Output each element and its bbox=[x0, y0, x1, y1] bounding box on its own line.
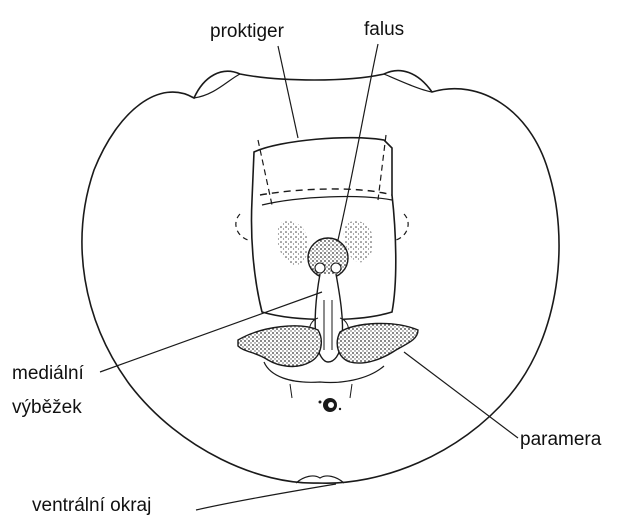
label-proktiger: proktiger bbox=[210, 22, 284, 41]
paramera-right bbox=[337, 323, 418, 363]
label-ventralni: ventrální okraj bbox=[32, 496, 151, 515]
falus-head bbox=[308, 238, 348, 278]
label-medialni-line1: mediální bbox=[12, 364, 84, 383]
label-falus: falus bbox=[364, 20, 404, 39]
label-medialni-line2: výběžek bbox=[12, 398, 82, 417]
ventral-notch bbox=[296, 476, 344, 483]
leader-ventralni bbox=[196, 484, 336, 510]
paramera-left bbox=[238, 326, 321, 367]
leader-paramera bbox=[404, 352, 518, 438]
anal-spot bbox=[319, 398, 342, 412]
leader-proktiger bbox=[278, 46, 298, 138]
label-paramera: paramera bbox=[520, 430, 601, 449]
